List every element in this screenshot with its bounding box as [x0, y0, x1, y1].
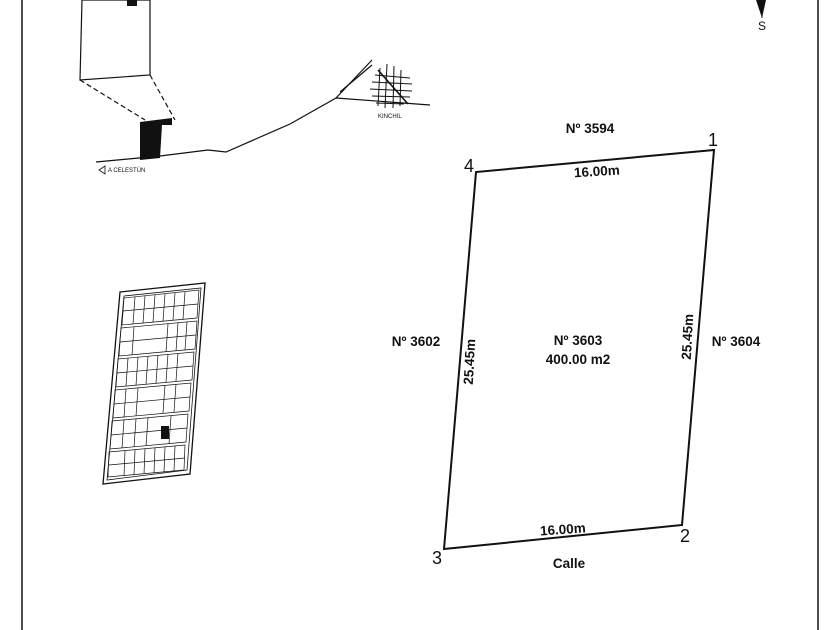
compass-south-label: S	[758, 19, 766, 33]
lot-polygon	[442, 148, 716, 551]
highlighted-parcel	[161, 426, 169, 439]
right-side-dimension: 25.45m	[679, 314, 696, 361]
neighbor-north: Nº 3594	[566, 121, 615, 136]
location-sketch	[79, 0, 431, 163]
road-label: A CELESTÚN	[108, 167, 145, 174]
town-label: KINCHIL	[378, 114, 402, 120]
left-side-dimension: 25.45m	[461, 339, 478, 386]
bottom-side-dimension: 16.00m	[539, 520, 586, 538]
vertex-2-label: 2	[680, 526, 690, 546]
vertex-4-label: 4	[464, 156, 474, 176]
subdivision-block-sketch	[102, 282, 206, 485]
town-grid-icon	[369, 63, 413, 109]
lot-area: 400.00 m2	[546, 352, 611, 367]
lot-number: Nº 3603	[554, 333, 603, 348]
vertex-3-label: 3	[432, 548, 442, 568]
neighbor-west: Nº 3602	[392, 334, 440, 349]
top-side-dimension: 16.00m	[574, 163, 621, 181]
page-frame	[21, 0, 819, 630]
vertex-1-label: 1	[708, 130, 718, 150]
road-direction-arrow-icon	[98, 165, 106, 175]
neighbor-east: Nº 3604	[712, 334, 761, 349]
neighbor-south-street: Calle	[553, 556, 586, 571]
compass-arrow-icon: S	[756, 0, 766, 33]
